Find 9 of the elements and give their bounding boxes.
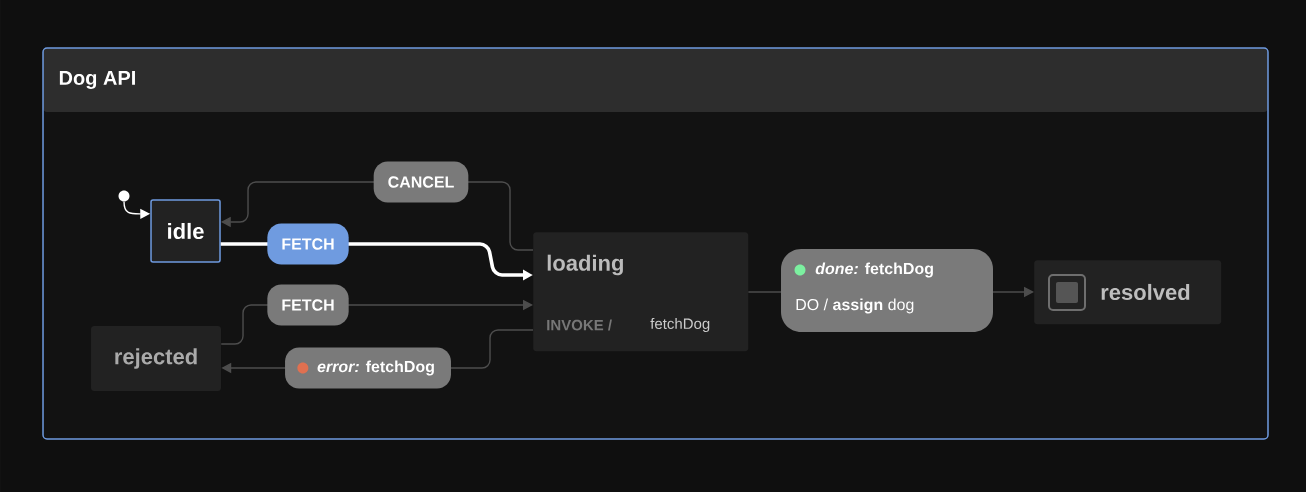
event-label: FETCH [267,223,349,265]
event-label: FETCH [267,284,349,326]
state-box: loading INVOKE / fetchDog [533,232,749,352]
state-box: rejected [91,326,221,391]
final-state-box: resolved [1034,260,1222,325]
event-label: CANCEL [373,161,469,203]
event-label: error: fetchDog [285,347,451,389]
state-box: idle [150,199,221,263]
action-text: DO / assign dog [796,298,914,314]
